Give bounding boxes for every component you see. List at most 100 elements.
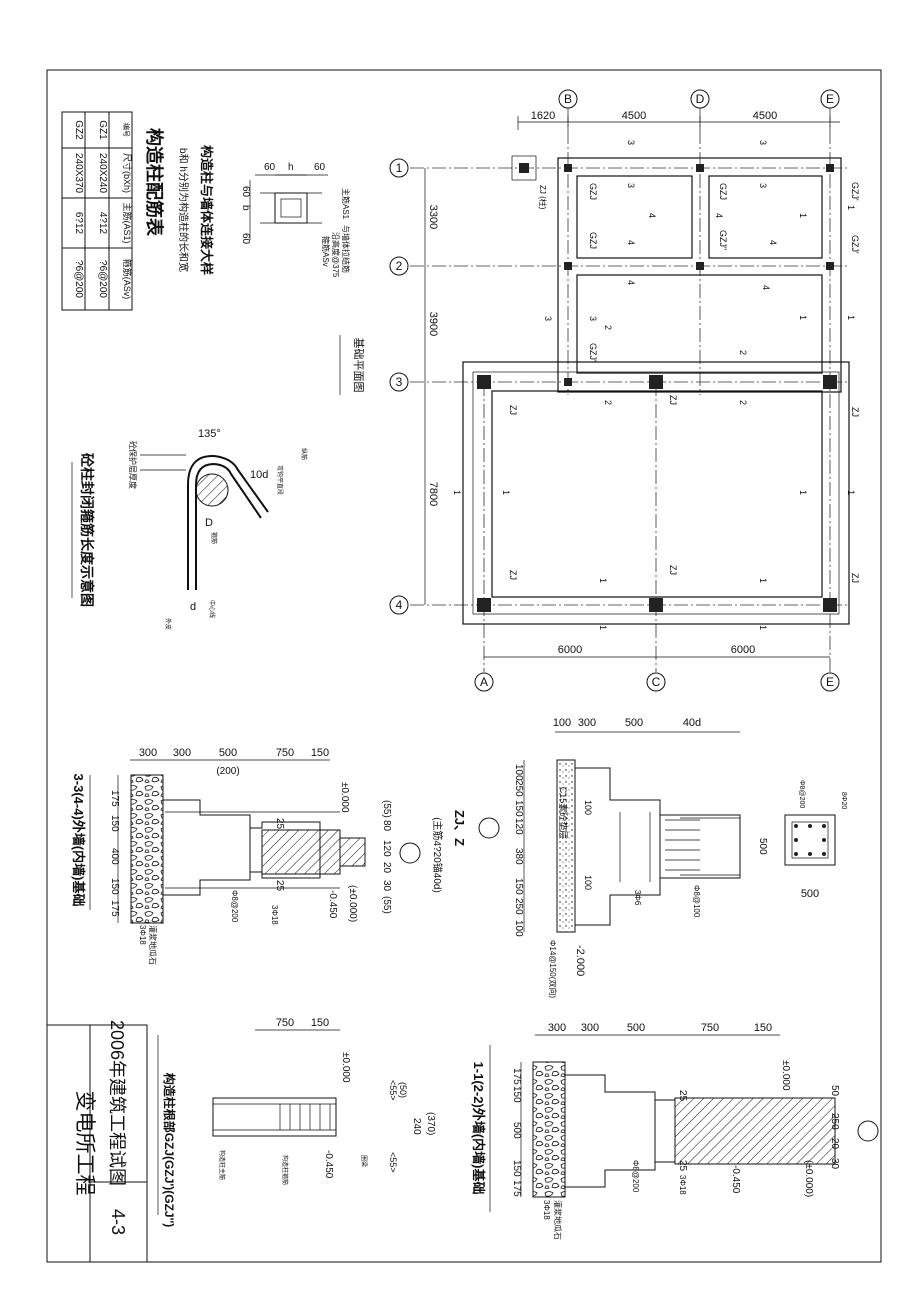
section-mark: 1	[798, 490, 808, 495]
plan-title: 基础平面图	[352, 338, 365, 393]
dim-60: 60	[314, 162, 326, 173]
zj-dim: 100	[513, 920, 524, 937]
sec-dim: 300	[139, 747, 157, 759]
sec-dim: 150	[109, 878, 120, 895]
table-cell: 4?12	[97, 212, 108, 235]
table-cell: ?6@200	[73, 260, 84, 298]
column-dim: 500	[801, 888, 819, 900]
section-mark: 1	[846, 205, 856, 210]
dim-D: D	[205, 517, 213, 529]
section-mark: 1	[846, 490, 856, 495]
elevation-label: -2.000	[574, 945, 586, 976]
rebar-label: Φ8@200	[230, 890, 239, 923]
rebar-label: 3Φ18	[270, 905, 279, 925]
table-cell: 240X370	[73, 153, 84, 193]
zj-dim: 250	[513, 898, 524, 915]
section-mark: 4	[714, 213, 724, 218]
sec-dim: 500	[219, 747, 237, 759]
plan-label: GZJ'	[588, 343, 598, 362]
zj-dim: 150	[513, 878, 524, 895]
table-cell: GZ2	[73, 120, 84, 140]
zj-dim: 100	[583, 875, 593, 890]
label-center: 中心线	[208, 600, 216, 618]
zj-dim: 40d	[683, 717, 701, 729]
sec-dim: 150	[511, 1160, 522, 1177]
axis-label: B	[564, 92, 572, 106]
plan-label: GZJ''	[718, 230, 728, 251]
stone-label: 灌浆地瓜石	[148, 925, 158, 965]
sec-dim: 500	[511, 1122, 522, 1139]
rebar-label: Φ14@150(双向)	[548, 940, 558, 998]
wall-column-connection-detail: 构造柱与墙体连接大样 b和 h分别为构造柱的长和宽 60 h 60 60 b 6…	[177, 145, 351, 278]
sec-dim: 80	[381, 820, 392, 832]
label-spacing: 沿高度@375	[331, 232, 341, 278]
plan-dim: 6000	[731, 644, 755, 656]
hook-title: 砼柱封闭箍筋长度示意图	[79, 453, 95, 607]
dim-h: h	[288, 162, 294, 173]
label-cover: 砼保护层厚度	[128, 441, 138, 489]
root-dim: <55>	[388, 1152, 398, 1173]
section-mark: 3	[543, 316, 553, 321]
section-mark: 3	[626, 183, 636, 188]
section-mark: 1	[758, 578, 768, 583]
sheet-number: 4-3	[108, 1209, 128, 1235]
label-stirrup: 箍筋	[210, 532, 218, 544]
section-mark: 2	[738, 400, 748, 405]
plan-label: GZJ'	[850, 235, 860, 254]
sec-dim: 175	[109, 900, 120, 917]
bed-label: C15素砼垫层	[558, 787, 569, 840]
connection-title: 构造柱与墙体连接大样	[199, 145, 214, 275]
zj-dim: 500	[625, 717, 643, 729]
dim-60: 60	[240, 186, 251, 198]
sec-dim: (55)	[381, 800, 392, 818]
section-mark: 2	[603, 325, 613, 330]
table-header-no: 编号	[122, 123, 131, 137]
root-dim: 750	[276, 1017, 294, 1029]
sec-dim: 50	[829, 1085, 840, 1097]
sec-dim: 175	[109, 790, 120, 807]
section-mark: 1	[598, 625, 608, 630]
plan-label: ZJ	[508, 405, 518, 415]
label-hook: 弯钩平直段	[276, 465, 284, 495]
elevation-label: ±0.000	[340, 1052, 351, 1083]
sec-dim: 250	[829, 1113, 840, 1130]
plan-dim: 4500	[753, 110, 777, 122]
table-cell: 6?12	[73, 212, 84, 235]
elevation-label: ±0.000	[339, 782, 350, 813]
plan-zj-note: ZJ (柱)	[538, 185, 548, 210]
sec-dim: 400	[109, 848, 120, 865]
elevation-label: -0.450	[327, 890, 338, 919]
sec-dim: 150	[109, 815, 120, 832]
dim-b: b	[240, 205, 251, 211]
root-dim: 240	[411, 1118, 422, 1135]
section-title: 3-3(4-4)外墙(内墙)基础	[71, 774, 86, 907]
sec-dim: 300	[173, 747, 191, 759]
section-mark: 2	[603, 400, 613, 405]
table-cell: 240X240	[97, 153, 108, 193]
zj-note: (主筋4?20锚40d)	[431, 817, 444, 893]
plan-label: ZJ	[668, 565, 678, 575]
column-rebar: Φ8@200	[798, 780, 805, 808]
zj-dim: 250	[513, 780, 524, 797]
table-header-main: 主筋(AS1)	[122, 202, 133, 243]
sec-dim: 300	[548, 1022, 566, 1034]
zj-dim: 150	[513, 800, 524, 817]
drawing-title: 2006年建筑工程试图	[107, 1020, 127, 1186]
zj-dim: 500	[757, 838, 768, 855]
sec-dim: 20	[381, 862, 392, 874]
plan-label: ZJ	[850, 407, 860, 417]
axis-label: C	[652, 675, 661, 689]
section-mark: 1	[758, 625, 768, 630]
plan-dim: 4500	[622, 110, 646, 122]
axis-label: 4	[396, 598, 403, 612]
sec-dim: 25	[677, 1160, 688, 1172]
root-label: 构造柱箍筋	[281, 1155, 289, 1185]
elevation-label: -0.450	[730, 1165, 741, 1194]
label-main-bar: 主筋AS1	[341, 188, 351, 220]
table-cell: ?6@200	[97, 260, 108, 298]
section-3-3: 3-3(4-4)外墙(内墙)基础 300 300 500 750 150 (20…	[71, 747, 421, 965]
label-outer: 外皮	[164, 618, 172, 630]
zj-title: ZJ、Z	[452, 810, 467, 846]
section-mark: 3	[758, 140, 768, 145]
sec-dim: 150	[511, 1086, 522, 1103]
